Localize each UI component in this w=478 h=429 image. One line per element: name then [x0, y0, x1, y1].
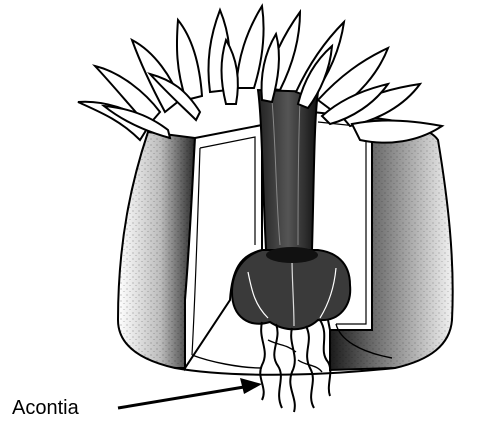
pharynx	[258, 90, 318, 250]
right-body-wall	[312, 112, 453, 370]
acontia-label: Acontia	[12, 398, 79, 418]
mesenteries	[232, 247, 350, 329]
acontia-threads	[260, 320, 330, 412]
left-body-wall	[118, 125, 262, 368]
acontia-pointer-arrow	[118, 378, 262, 408]
